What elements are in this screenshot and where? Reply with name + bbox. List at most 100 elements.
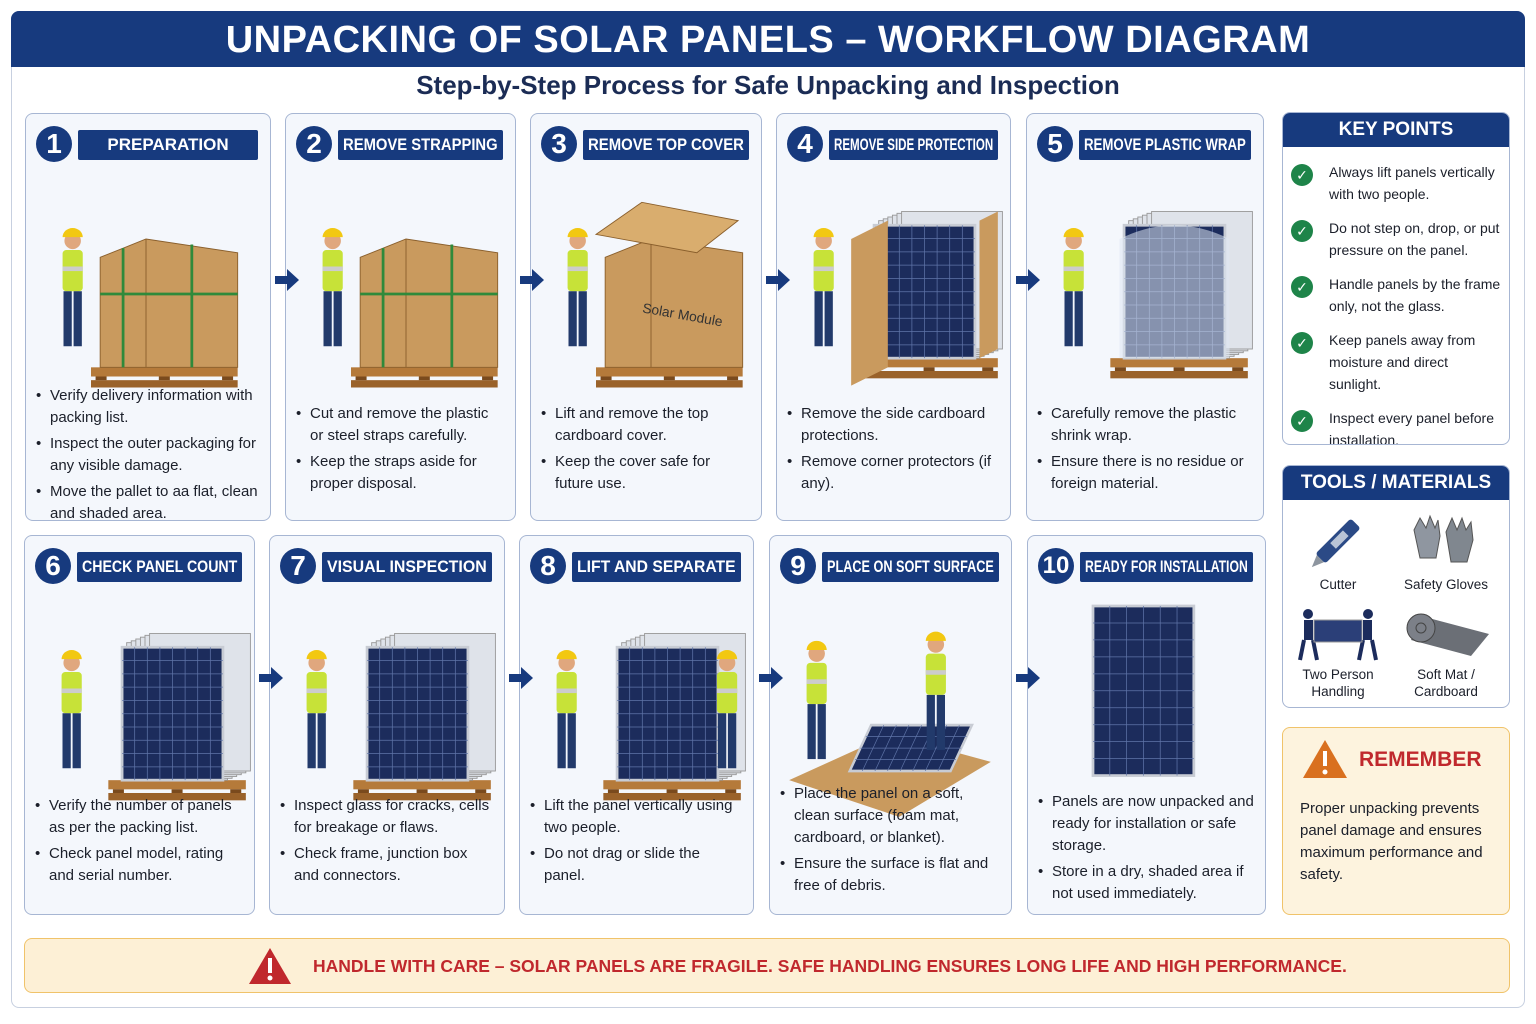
step-title: REMOVE TOP COVER (588, 135, 744, 154)
flow-arrow-icon (766, 269, 790, 291)
tool-label: Safety Gloves (1403, 577, 1489, 592)
step-illustration (813, 211, 1003, 386)
step-bullet: Carefully remove the plastic shrink wrap… (1037, 403, 1253, 447)
step-bullet: Store in a dry, shaded area if not used … (1038, 861, 1255, 905)
step-title-box: REMOVE TOP COVER (583, 130, 749, 160)
tools-panel: TOOLS / MATERIALS Cutter Safety Gloves T… (1282, 465, 1510, 708)
step-bullet: Cut and remove the plastic or steel stra… (296, 403, 505, 447)
key-point-item: ✓ Inspect every panel before installation… (1291, 407, 1501, 445)
tool-label: Cutter (1319, 577, 1357, 592)
step-bullet: Inspect the outer packaging for any visi… (36, 433, 260, 477)
flow-arrow-icon (259, 667, 283, 689)
key-point-text: Inspect every panel before installation. (1329, 410, 1494, 445)
step-illustration (1063, 211, 1253, 379)
step-bullets: Inspect glass for cracks, cells for brea… (280, 795, 494, 891)
step-number: 3 (541, 126, 577, 162)
step-title: LIFT AND SEPARATE (577, 557, 736, 576)
flow-arrow-icon (275, 269, 299, 291)
flow-arrow-icon (1016, 269, 1040, 291)
key-point-item: ✓Handle panels by the frame only, not th… (1291, 273, 1501, 317)
tool-two-person: Two Person Handling (1283, 606, 1393, 700)
check-icon: ✓ (1291, 220, 1313, 242)
step-title: CHECK PANEL COUNT (82, 557, 238, 576)
step-title: READY FOR INSTALLATION (1085, 557, 1248, 576)
key-point-text: Keep panels away from moisture and direc… (1329, 332, 1476, 392)
page-title: UNPACKING OF SOLAR PANELS – WORKFLOW DIA… (11, 11, 1525, 67)
step-card-5: 5 REMOVE PLASTIC WRAP Carefully remove the… (1026, 113, 1264, 521)
flow-arrow-icon (1016, 667, 1040, 689)
step-bullet: Remove the side cardboard protections. (787, 403, 1000, 447)
banner-text: HANDLE WITH CARE – SOLAR PANELS ARE FRAG… (313, 956, 1347, 976)
step-bullet: Ensure the surface is flat and free of d… (780, 853, 1001, 897)
step-bullets: Lift and remove the top cardboard cover.… (541, 403, 751, 499)
mat-roll-icon (1406, 613, 1489, 656)
step-illustration (61, 633, 251, 801)
step-title: PREPARATION (107, 135, 229, 154)
step-bullet: Place the panel on a soft, clean surface… (780, 783, 1001, 849)
step-title-box: VISUAL INSPECTION (322, 552, 492, 582)
step-title: REMOVE STRAPPING (343, 135, 498, 154)
step-illustration (1091, 604, 1196, 777)
step-title-box: READY FOR INSTALLATION (1080, 552, 1253, 582)
step-number: 8 (530, 548, 566, 584)
flow-arrow-icon (759, 667, 783, 689)
remember-panel: REMEMBER Proper unpacking prevents panel… (1282, 727, 1510, 915)
step-number: 1 (36, 126, 72, 162)
check-icon: ✓ (1291, 332, 1313, 354)
page-subtitle: Step-by-Step Process for Safe Unpacking … (416, 70, 1120, 100)
step-bullets: Verify delivery information with packing… (36, 385, 260, 520)
flow-arrow-icon (520, 269, 544, 291)
tools-title: TOOLS / MATERIALS (1283, 466, 1509, 500)
remember-text: Proper unpacking prevents panel damage a… (1300, 800, 1483, 883)
step-bullet: Lift the panel vertically using two peop… (530, 795, 743, 839)
tool-label: Soft Mat / Cardboard (1414, 667, 1478, 699)
step-illustration (556, 633, 746, 801)
step-title: REMOVE PLASTIC WRAP (1084, 135, 1246, 154)
step-bullets: Panels are now unpacked and ready for in… (1038, 791, 1255, 909)
step-bullets: Cut and remove the plastic or steel stra… (296, 403, 505, 499)
step-bullets: Place the panel on a soft, clean surface… (780, 783, 1001, 901)
handle-with-care-banner: HANDLE WITH CARE – SOLAR PANELS ARE FRAG… (24, 938, 1510, 993)
step-bullets: Verify the number of panels as per the p… (35, 795, 244, 891)
remember-title: REMEMBER (1359, 748, 1482, 771)
step-title-box: CHECK PANEL COUNT (77, 552, 242, 582)
key-points-title: KEY POINTS (1283, 113, 1509, 147)
step-number: 6 (35, 548, 71, 584)
check-icon: ✓ (1291, 410, 1313, 432)
step-title-box: REMOVE STRAPPING (338, 130, 503, 160)
step-bullet: Check panel model, rating and serial num… (35, 843, 244, 887)
step-bullet: Keep the cover safe for future use. (541, 451, 751, 495)
step-card-8: 8 LIFT AND SEPARATE Lift the panel vertica… (519, 535, 754, 915)
gloves-icon (1413, 514, 1474, 563)
step-bullet: Lift and remove the top cardboard cover. (541, 403, 751, 447)
step-title-box: PLACE ON SOFT SURFACE (822, 552, 999, 582)
key-point-item: ✓ Keep panels away from moisture and dire… (1291, 329, 1501, 395)
step-title: REMOVE SIDE PROTECTION (834, 135, 994, 154)
step-bullet: Remove corner protectors (if any). (787, 451, 1000, 495)
step-number: 9 (780, 548, 816, 584)
step-bullet: Verify delivery information with packing… (36, 385, 260, 429)
step-title-box: REMOVE PLASTIC WRAP (1079, 130, 1251, 160)
step-illustration (306, 633, 496, 801)
warning-icon (249, 948, 291, 984)
key-point-item: ✓ Always lift panels vertically with two … (1291, 161, 1501, 205)
tool-mat: Soft Mat / Cardboard (1391, 606, 1501, 700)
step-title-box: PREPARATION (78, 130, 258, 160)
step-bullet: Panels are now unpacked and ready for in… (1038, 791, 1255, 857)
tool-label: Two Person Handling (1302, 667, 1374, 699)
tool-gloves: Safety Gloves (1391, 510, 1501, 593)
step-number: 2 (296, 126, 332, 162)
step-title-box: LIFT AND SEPARATE (572, 552, 741, 582)
key-points-panel: KEY POINTS ✓ Always lift panels verticall… (1282, 112, 1510, 445)
step-bullet: Ensure there is no residue or foreign ma… (1037, 451, 1253, 495)
tool-cutter: Cutter (1283, 510, 1393, 593)
step-illustration (62, 228, 239, 388)
key-point-text: Handle panels by the frame only, not the… (1329, 276, 1501, 314)
key-point-text: Always lift panels vertically with two p… (1329, 164, 1495, 202)
step-bullet: Keep the straps aside for proper disposa… (296, 451, 505, 495)
step-number: 5 (1037, 126, 1073, 162)
step-bullet: Check frame, junction box and connectors… (280, 843, 494, 887)
check-icon: ✓ (1291, 164, 1313, 186)
